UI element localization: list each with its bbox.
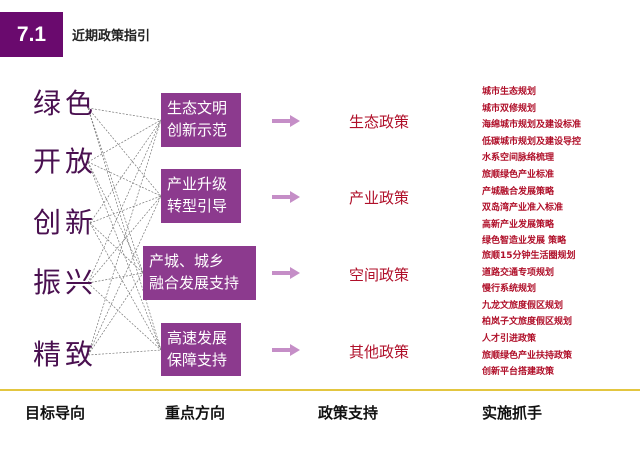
- action-item: 旅顺绿色产业扶持政策: [482, 350, 573, 361]
- action-item: 产城融合发展策略: [482, 186, 555, 197]
- focus-line: 创新示范: [167, 121, 228, 139]
- action-list: 人才引进政策旅顺绿色产业扶持政策创新平台搭建政策: [482, 331, 572, 381]
- action-item: 低碳城市规划及建设导控: [482, 136, 582, 147]
- arrow-right-icon: [272, 115, 300, 127]
- connector-line: [87, 195, 162, 284]
- action-item: 创新平台搭建政策: [482, 367, 555, 377]
- action-item: 慢行系统规划: [482, 284, 537, 294]
- connector-line: [89, 119, 162, 224]
- goal-item: 绿色: [33, 87, 98, 120]
- goal-item: 开放: [33, 145, 98, 178]
- footer-label: 政策支持: [318, 404, 379, 422]
- action-item: 高新产业发展策略: [482, 219, 555, 230]
- connector-line: [87, 107, 144, 274]
- policy-label: 生态政策: [349, 113, 410, 131]
- goal-item: 创新: [33, 206, 98, 239]
- action-item: 九龙文旅度假区规划: [482, 300, 564, 311]
- connector-line: [87, 107, 162, 197]
- goal-item: 精致: [33, 338, 98, 371]
- action-item: 旅顺绿色产业标准: [482, 170, 555, 180]
- connector-line: [89, 195, 162, 224]
- connector-line: [87, 161, 162, 197]
- focus-box: 产城、城乡融合发展支持: [143, 246, 256, 300]
- action-item: 双岛湾产业准入标准: [482, 203, 564, 213]
- connector-line: [87, 107, 162, 351]
- action-item: 绿色智造业发展 策略: [482, 236, 567, 246]
- connector-line: [87, 272, 144, 356]
- focus-box: 高速发展保障支持: [161, 323, 241, 376]
- policy-label: 其他政策: [349, 343, 410, 361]
- policy-label: 产业政策: [349, 189, 410, 207]
- focus-box: 生态文明创新示范: [161, 93, 241, 147]
- action-item: 水系空间脉络梳理: [482, 153, 555, 163]
- action-list: 旅顺15分钟生活圈规划道路交通专项规划慢行系统规划九龙文旅度假区规划柏岚子文旅度…: [482, 248, 576, 331]
- policy-label: 空间政策: [349, 266, 410, 284]
- focus-line: 生态文明: [167, 99, 228, 117]
- action-item: 柏岚子文旅度假区规划: [482, 317, 573, 327]
- action-item: 城市生态规划: [482, 87, 537, 97]
- connector-line: [87, 119, 162, 284]
- focus-line: 转型引导: [167, 197, 228, 215]
- connector-line: [87, 161, 162, 351]
- goal-item: 振兴: [33, 266, 98, 299]
- action-item: 人才引进政策: [482, 334, 537, 344]
- footer-label: 实施抓手: [482, 404, 543, 422]
- action-item: 海绵城市规划及建设标准: [482, 120, 582, 130]
- connector-line: [87, 119, 162, 163]
- focus-box: 产业升级转型引导: [161, 169, 241, 223]
- section-number-badge: 7.1: [0, 12, 63, 57]
- arrow-right-icon: [272, 344, 300, 356]
- connector-line: [87, 272, 144, 284]
- connector-line: [89, 222, 144, 274]
- footer-label: 目标导向: [25, 404, 86, 422]
- connector-line: [87, 282, 162, 351]
- divider: [0, 389, 640, 391]
- connector-line: [87, 195, 162, 356]
- action-list: 旅顺绿色产业标准产城融合发展策略双岛湾产业准入标准高新产业发展策略绿色智造业发展…: [482, 167, 566, 250]
- arrow-right-icon: [272, 191, 300, 203]
- action-item: 道路交通专项规划: [482, 267, 555, 278]
- action-list: 城市生态规划城市双修规划海绵城市规划及建设标准低碳城市规划及建设导控水系空间脉络…: [482, 84, 581, 167]
- connector-line: [87, 349, 162, 356]
- focus-line: 高速发展: [167, 329, 228, 347]
- focus-line: 保障支持: [167, 351, 228, 369]
- action-item: 旅顺15分钟生活圈规划: [482, 251, 576, 261]
- focus-line: 融合发展支持: [149, 274, 240, 292]
- page-title: 近期政策指引: [72, 29, 151, 44]
- focus-line: 产业升级: [167, 175, 228, 193]
- connector-line: [87, 107, 162, 121]
- footer-label: 重点方向: [165, 404, 226, 422]
- connector-line: [87, 119, 162, 356]
- arrow-right-icon: [272, 267, 300, 279]
- focus-line: 产城、城乡: [149, 252, 225, 270]
- action-item: 城市双修规划: [482, 103, 537, 114]
